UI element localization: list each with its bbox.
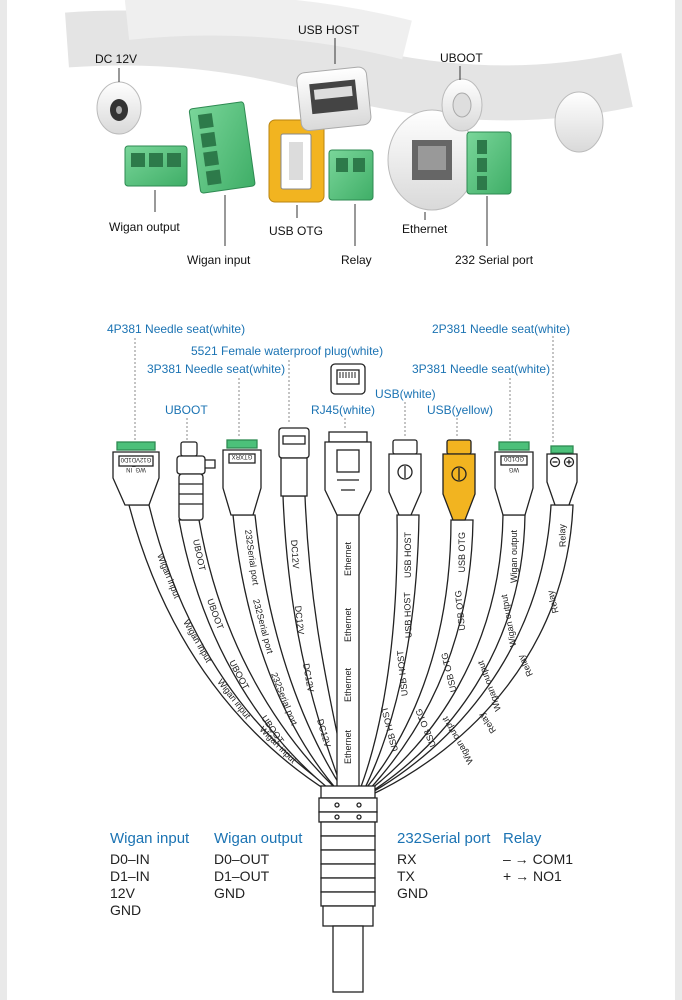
legend-wigan-input-line: D0–IN: [110, 851, 150, 867]
legend-wigan-output-line: D1–OUT: [214, 868, 270, 884]
connector-uboot: [176, 441, 216, 521]
plug-text-serial-top: GTXRX: [232, 453, 253, 459]
label-wigan-input: Wigan input: [187, 253, 251, 267]
plug-text-wg-in-top: G12VD1D0: [120, 456, 151, 462]
legend-relay-title: Relay: [503, 830, 542, 847]
connector-3p-wigan-out: GD1D0 WG: [494, 441, 534, 516]
main-plug: [318, 785, 378, 993]
label-usb-white: USB(white): [375, 387, 436, 401]
legend-wigan-output-line: GND: [214, 885, 246, 901]
connector-4p-wigan-in: G12VD1D0 WG_IN: [112, 441, 160, 506]
cable-text-ethernet-3: Ethernet: [343, 668, 353, 703]
connector-2p-relay: [546, 445, 578, 506]
legend-serial-line: RX: [397, 851, 417, 867]
label-uboot: UBOOT: [440, 51, 483, 65]
cable-text-usb-host-3: USB HOST: [395, 649, 410, 696]
photo-wigan-input-terminal: [188, 101, 256, 194]
rj45-port-icon: [330, 363, 366, 395]
label-usb-otg: USB OTG: [269, 224, 323, 238]
product-photo: DC 12V USB HOST UBOOT Wigan output Wigan…: [65, 0, 633, 267]
connector-3p-serial: GTXRX: [222, 439, 262, 516]
connector-dc12v: [278, 427, 310, 497]
legend-relay-line: – → COM1: [503, 851, 574, 867]
cable-text-dc12v-3: DC12V: [301, 663, 316, 693]
label-rj45: RJ45(white): [311, 403, 375, 417]
legend-serial-line: GND: [397, 885, 429, 901]
photo-serial-terminal: [466, 131, 512, 195]
wiring-diagram-page: DC 12V USB HOST UBOOT Wigan output Wigan…: [7, 0, 675, 1000]
connector-usb-yellow: [442, 439, 476, 521]
label-usb-host: USB HOST: [298, 23, 360, 37]
cable-text-ethernet-4: Ethernet: [343, 730, 353, 765]
label-relay: Relay: [341, 253, 372, 267]
cable-text-dc12v-2: DC12V: [293, 605, 306, 635]
legend-relay: Relay – → COM1 + → NO1: [503, 830, 573, 885]
legend-wigan-input-title: Wigan input: [110, 830, 190, 847]
label-5521: 5521 Female waterproof plug(white): [191, 344, 383, 358]
photo-usb-otg-plug: [268, 119, 325, 203]
legend-wigan-output-line: D0–OUT: [214, 851, 270, 867]
label-serial-232: 232 Serial port: [455, 253, 534, 267]
label-dc12v: DC 12V: [95, 52, 137, 66]
label-usb-yellow: USB(yellow): [427, 403, 493, 417]
connector-rj45: [324, 431, 372, 516]
connector-usb-white: [388, 439, 422, 516]
cable-text-usb-host-2: USB HOST: [402, 591, 414, 638]
label-3p-left: 3P381 Needle seat(white): [147, 362, 285, 376]
cable-diagram: Wigan input Wigan input Wigan input Wiga…: [107, 322, 578, 993]
legend-wigan-input-line: 12V: [110, 885, 135, 901]
legend-serial-line: TX: [397, 868, 415, 884]
cable-text-usb-otg-1: USB OTG: [457, 532, 467, 573]
legend-wigan-input: Wigan input D0–IN D1–IN 12V GND: [110, 830, 189, 919]
legend-wigan-output-title: Wigan output: [214, 830, 303, 847]
cable-text-usb-host-1: USB HOST: [403, 532, 413, 579]
photo-uboot-jack: [441, 78, 604, 153]
cable-text-relay-1: Relay: [557, 523, 568, 547]
label-4p-needle: 4P381 Needle seat(white): [107, 322, 245, 336]
legend-wigan-output: Wigan output D0–OUT D1–OUT GND: [214, 830, 302, 902]
photo-wigan-output-terminal: [124, 145, 188, 187]
label-wigan-output: Wigan output: [109, 220, 180, 234]
cable-text-ethernet-2: Ethernet: [343, 608, 353, 643]
label-uboot-conn: UBOOT: [165, 403, 208, 417]
legend-wigan-input-line: D1–IN: [110, 868, 150, 884]
photo-cable-back: [124, 0, 412, 60]
legend-serial-title: 232Serial port: [397, 830, 491, 847]
plug-text-wg-in: WG_IN: [126, 466, 146, 472]
label-ethernet: Ethernet: [402, 222, 448, 236]
plug-text-wg-out: WG: [509, 466, 520, 472]
cable-text-wigan-output-1: Wigan output: [509, 530, 519, 584]
photo-usb-host-plug: [296, 66, 372, 132]
legend-relay-line: + → NO1: [503, 868, 562, 884]
photo-relay-terminal: [328, 149, 374, 201]
cable-text-ethernet-1: Ethernet: [343, 542, 353, 577]
legend-serial: 232Serial port RX TX GND: [397, 830, 490, 902]
photo-ethernet-jack: [387, 109, 477, 211]
label-2p-needle: 2P381 Needle seat(white): [432, 322, 570, 336]
label-3p-right: 3P381 Needle seat(white): [412, 362, 550, 376]
plug-text-wg-out-top: GD1D0: [503, 455, 524, 461]
cable-text-dc12v-1: DC12V: [289, 539, 301, 569]
legend-wigan-input-line: GND: [110, 902, 142, 918]
cable-text-usb-otg-2: USB OTG: [453, 590, 467, 631]
